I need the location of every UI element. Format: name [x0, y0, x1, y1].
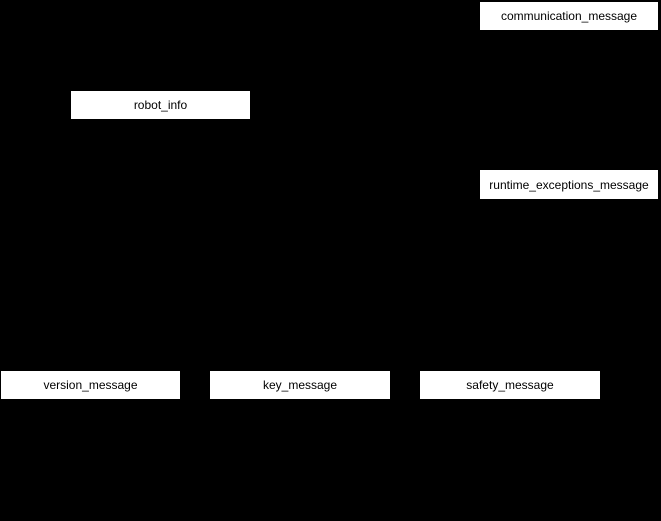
node-label: key_message [262, 378, 338, 392]
node-communication_message: communication_message [480, 2, 658, 30]
node-version_message: version_message [1, 371, 180, 399]
node-label: communication_message [500, 9, 638, 23]
node-label: robot_info [133, 98, 188, 112]
node-label: version_message [43, 378, 138, 392]
node-label: safety_message [466, 378, 554, 392]
node-robot_info: robot_info [71, 91, 250, 119]
node-safety_message: safety_message [420, 371, 600, 399]
node-label: runtime_exceptions_message [489, 177, 649, 192]
node-key_message: key_message [210, 371, 390, 399]
node-runtime_exceptions_message: runtime_exceptions_message [480, 170, 658, 199]
